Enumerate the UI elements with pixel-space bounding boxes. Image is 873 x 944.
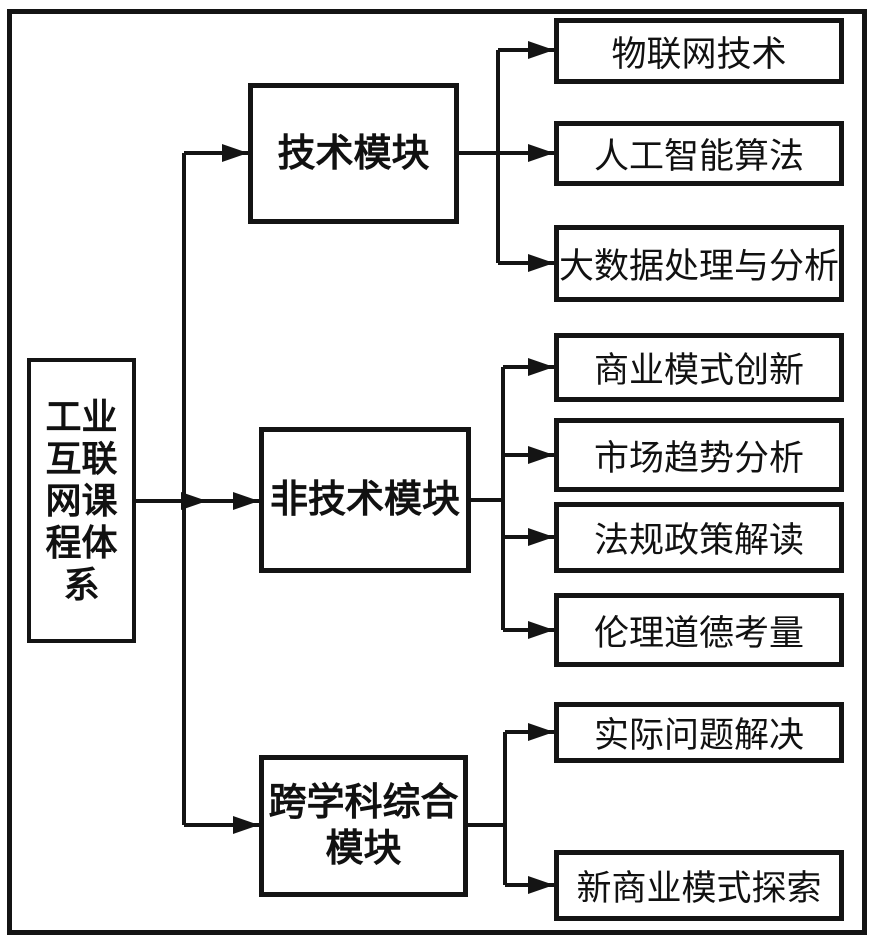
module-non-technical-label: 非技术模块 [269, 479, 460, 521]
leaf-ai-algorithms: 人工智能算法 [554, 121, 844, 186]
arrowhead-icon [233, 492, 259, 510]
arrowhead-icon [528, 621, 554, 639]
arrowhead-icon [528, 41, 554, 59]
outer-border-frame [7, 9, 867, 935]
root-box-label: 工业互联网课程体系 [45, 395, 118, 605]
leaf-label: 物联网技术 [611, 34, 787, 74]
arrowhead-icon [528, 144, 554, 162]
leaf-business-model-innovation: 商业模式创新 [554, 333, 844, 402]
arrowhead-icon [222, 144, 248, 162]
module-box-interdisciplinary: 跨学科综合模块 [259, 755, 468, 897]
root-box-industrial-internet-curriculum: 工业互联网课程体系 [27, 358, 136, 643]
leaf-label: 人工智能算法 [593, 137, 804, 176]
leaf-label: 商业模式创新 [593, 351, 804, 390]
module-technical-label: 技术模块 [277, 132, 430, 175]
leaf-new-business-model-exploration: 新商业模式探索 [554, 850, 844, 921]
arrowhead-icon [528, 876, 554, 894]
module-box-technical: 技术模块 [248, 83, 459, 224]
leaf-label: 实际问题解决 [593, 716, 804, 755]
arrowhead-icon [528, 358, 554, 376]
arrowhead-icon [528, 446, 554, 464]
module-interdisciplinary-label: 跨学科综合模块 [268, 782, 459, 870]
leaf-label: 法规政策解读 [593, 521, 804, 560]
leaf-market-trend-analysis: 市场趋势分析 [554, 418, 844, 492]
arrowhead-icon [528, 254, 554, 272]
arrowhead-icon [233, 816, 259, 834]
leaf-label: 大数据处理与分析 [559, 247, 840, 286]
leaf-iot-technology: 物联网技术 [554, 18, 844, 84]
leaf-label: 新商业模式探索 [576, 869, 822, 908]
leaf-label: 市场趋势分析 [593, 438, 804, 478]
leaf-ethics-considerations: 伦理道德考量 [554, 593, 844, 667]
arrowhead-icon [528, 723, 554, 741]
leaf-label: 伦理道德考量 [593, 613, 804, 653]
leaf-regulation-policy-interpretation: 法规政策解读 [554, 502, 844, 573]
leaf-practical-problem-solving: 实际问题解决 [554, 702, 844, 763]
arrowhead-icon [181, 492, 207, 510]
arrowhead-icon [528, 528, 554, 546]
leaf-big-data-processing-analysis: 大数据处理与分析 [554, 225, 844, 302]
module-box-non-technical: 非技术模块 [259, 427, 471, 573]
